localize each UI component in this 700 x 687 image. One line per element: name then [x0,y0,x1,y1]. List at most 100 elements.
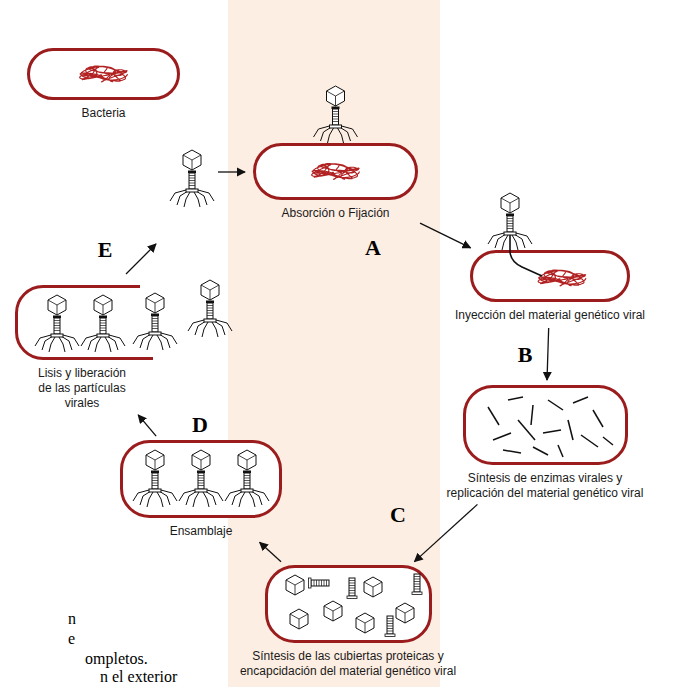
viral-genome-copy [503,450,521,453]
caption-block: Absorción o Fijación [248,143,423,221]
bacteriophage [179,450,223,507]
tail-ring [414,589,420,590]
capsid-outline [324,601,342,621]
tail-fiber [179,490,195,501]
tail-ring [323,580,324,586]
tail-ring [152,483,158,484]
cell-wall [255,145,417,199]
watermark-band [228,0,440,687]
tail-ring [387,631,393,632]
viral-genome-copy [581,435,598,447]
tail-sheath [507,216,513,232]
phage-collar [332,107,340,110]
capsid-outline [238,450,256,470]
step-caption: Absorción o Fijación [248,206,423,221]
injected-genome [510,235,542,276]
capsid-outline [501,193,519,213]
capsid-outline [364,577,382,597]
tail-ring [349,593,355,594]
tail-ring [507,218,513,219]
step-caption: Ensamblaje [120,524,282,539]
tail-ring [349,585,355,586]
capsid-facets [290,614,308,629]
tail-sheath [244,473,250,489]
cell-drawing [472,193,629,301]
tail-ring [207,305,213,306]
capsid-outline [201,280,219,300]
tail-ring [333,116,339,117]
tail-ring [414,584,420,585]
tail-fiber [314,126,330,137]
tail-sheath [189,173,195,189]
tail-plate [347,596,357,599]
cell-stage-node: Bacteria [22,48,185,121]
capsid-outline [183,150,201,170]
tail-fiber [161,490,177,501]
tail-fiber [35,335,51,346]
tail-fiber [338,128,344,143]
tail-ring [387,628,393,629]
base-plate [149,332,161,335]
tail-ring [244,475,250,476]
tail-ring [507,226,513,227]
tail-ring [414,581,420,582]
cell-stage-node: Absorción o Fijación [248,143,423,221]
step-letter: A [365,236,381,260]
cell-drawing [464,387,626,464]
tail-fiber [95,337,101,352]
tail-sheath [414,574,420,592]
viral-genome-copy [548,400,563,410]
tail-fiber [516,233,532,244]
tail-fiber [203,492,209,507]
tail-ring [54,325,60,326]
tail-ring [387,626,393,627]
step-letter: D [192,413,208,437]
cell-stage-node: Ensamblaje [120,440,282,539]
caption-block: Lisis y liberación de las partículas vir… [12,285,152,411]
capsid-facets [356,618,374,633]
cell-wall [464,387,626,464]
phage-tail [412,574,422,595]
bacteriophage [133,293,177,350]
phage-collar [206,301,214,304]
tail-fiber [225,490,241,501]
cell-wall [472,252,629,301]
bacteriophage [188,280,232,337]
tail-ring [152,326,158,327]
flow-arrow [218,171,245,172]
tail-ring [244,485,250,486]
cell-stage-node: Inyección del material genético viral [430,250,670,323]
tail-ring [349,590,355,591]
phage-capsid [364,577,382,597]
tail-ring [54,328,60,329]
base-plate [97,334,109,337]
tail-ring [198,478,204,479]
tail-ring [507,221,513,222]
base-plate [186,189,198,192]
tail-ring [198,480,204,481]
capsid-facets [192,455,210,470]
cell-shape [253,143,418,200]
tail-fiber [105,337,111,352]
tail-ring [100,330,106,331]
tail-fiber [133,333,149,344]
step-caption: Lisis y liberación de las partículas vir… [32,366,132,411]
tail-ring [100,323,106,324]
capsid-facets [48,300,66,315]
capsid-outline [356,613,374,633]
viral-genome-copy [533,447,548,455]
viral-genome-copy [518,420,535,440]
tail-ring [387,618,393,619]
tail-fiber [194,192,200,207]
phage-collar [99,316,107,319]
caption-block: Inyección del material genético viral [430,250,670,323]
step-letter: C [390,503,406,527]
tail-fiber [216,320,232,331]
phage-capsid [501,193,519,213]
tail-fiber [147,492,153,507]
caption-block: Síntesis de las cubiertas proteicas y en… [228,565,468,679]
tail-fiber [239,492,245,507]
tail-fiber [342,126,358,137]
base-plate [330,125,342,128]
